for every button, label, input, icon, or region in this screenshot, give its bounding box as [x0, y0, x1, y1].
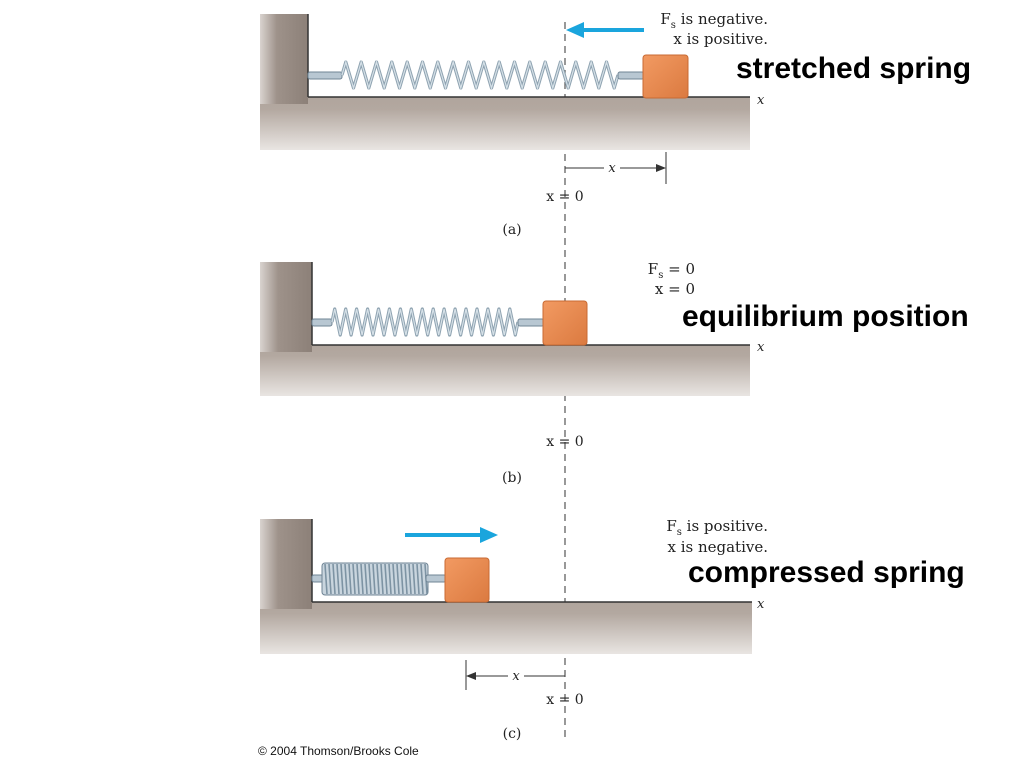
block-b — [542, 300, 588, 346]
panel-c: Fs is positive. x is negative. x x x = 0… — [260, 517, 768, 742]
caption-b: (b) — [502, 470, 522, 486]
caption-a: (a) — [502, 222, 521, 238]
panel-a: Fs is negative. x is positive. x x x = 0… — [260, 10, 768, 238]
block-c — [444, 557, 490, 603]
x-condition-b: x = 0 — [655, 280, 695, 298]
panel-b: Fs = 0 x = 0 x x = 0 (b) — [260, 260, 765, 486]
force-condition-a: Fs is negative. — [660, 10, 768, 31]
axis-label-a: x — [757, 93, 765, 108]
state-label-compressed: compressed spring — [688, 556, 965, 589]
spring-equilibrium — [311, 307, 545, 337]
copyright-notice: © 2004 Thomson/Brooks Cole — [258, 744, 419, 758]
wall-floor-b — [260, 262, 750, 396]
force-condition-b: Fs = 0 — [648, 260, 695, 281]
force-arrow-left — [566, 22, 644, 38]
spring-stretched — [307, 59, 645, 91]
x-condition-c: x is negative. — [667, 538, 768, 556]
wall-floor-a — [260, 14, 750, 150]
displacement-label-c: x — [512, 669, 520, 684]
state-label-stretched: stretched spring — [736, 52, 972, 85]
displacement-label-a: x — [608, 161, 616, 176]
spring-compressed — [311, 562, 447, 596]
block-a — [642, 54, 689, 99]
displacement-arrow-a — [565, 152, 667, 184]
origin-label-a: x = 0 — [546, 189, 583, 205]
origin-label-b: x = 0 — [546, 434, 583, 450]
displacement-arrow-c — [465, 660, 565, 690]
origin-label-c: x = 0 — [546, 692, 583, 708]
axis-label-c: x — [757, 597, 765, 612]
force-condition-c: Fs is positive. — [666, 517, 768, 538]
axis-label-b: x — [757, 340, 765, 355]
state-label-equilibrium: equilibrium position — [682, 300, 969, 333]
force-arrow-right — [405, 527, 498, 543]
wall-floor-c — [260, 519, 752, 654]
caption-c: (c) — [503, 726, 522, 742]
x-condition-a: x is positive. — [673, 30, 768, 48]
